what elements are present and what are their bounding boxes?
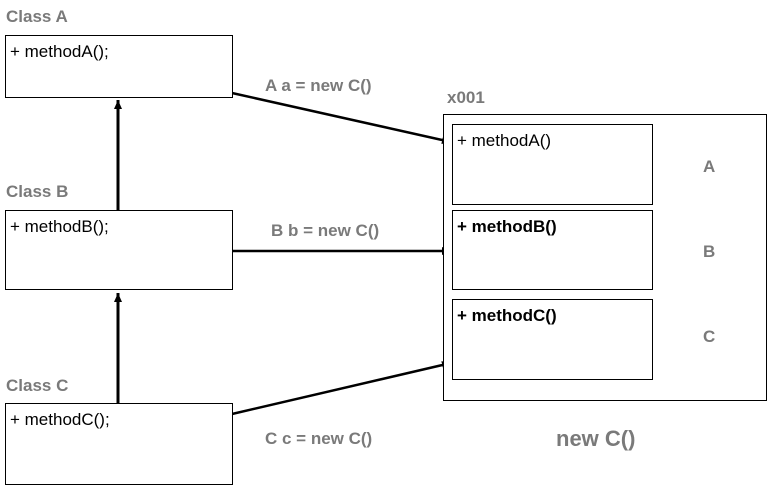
arrow-label-b: B b = new C() [271,221,380,240]
arrow-label-a: A a = new C() [265,76,372,95]
class-a-title: Class A [6,7,68,26]
slot-c-method: + methodC() [457,306,557,325]
class-c-title: Class C [6,376,69,395]
class-a-method: + methodA(); [10,42,109,61]
slot-b-method: + methodB() [457,217,557,236]
reference-arrow-c [231,361,452,416]
slot-a-letter: A [703,157,716,176]
arrow-label-c: C c = new C() [265,429,373,448]
slot-a-method: + methodA() [457,131,552,150]
class-a-box: + methodA(); [5,35,233,98]
object-address: x001 [447,88,485,107]
class-c-box: + methodC(); [5,403,233,485]
class-c-method: + methodC(); [10,410,110,429]
slot-c-letter: C [703,327,716,346]
object-slot-a: + methodA() [452,124,653,205]
class-b-method: + methodB(); [10,217,109,236]
object-slot-b: + methodB() [452,210,653,290]
object-slot-c: + methodC() [452,299,653,380]
object-caption: new C() [556,426,636,451]
reference-arrow-a [231,91,452,144]
object-box: + methodA() A + methodB() B + methodC() … [443,114,767,401]
class-b-box: + methodB(); [5,210,233,290]
class-b-title: Class B [6,182,69,201]
slot-b-letter: B [703,242,716,261]
